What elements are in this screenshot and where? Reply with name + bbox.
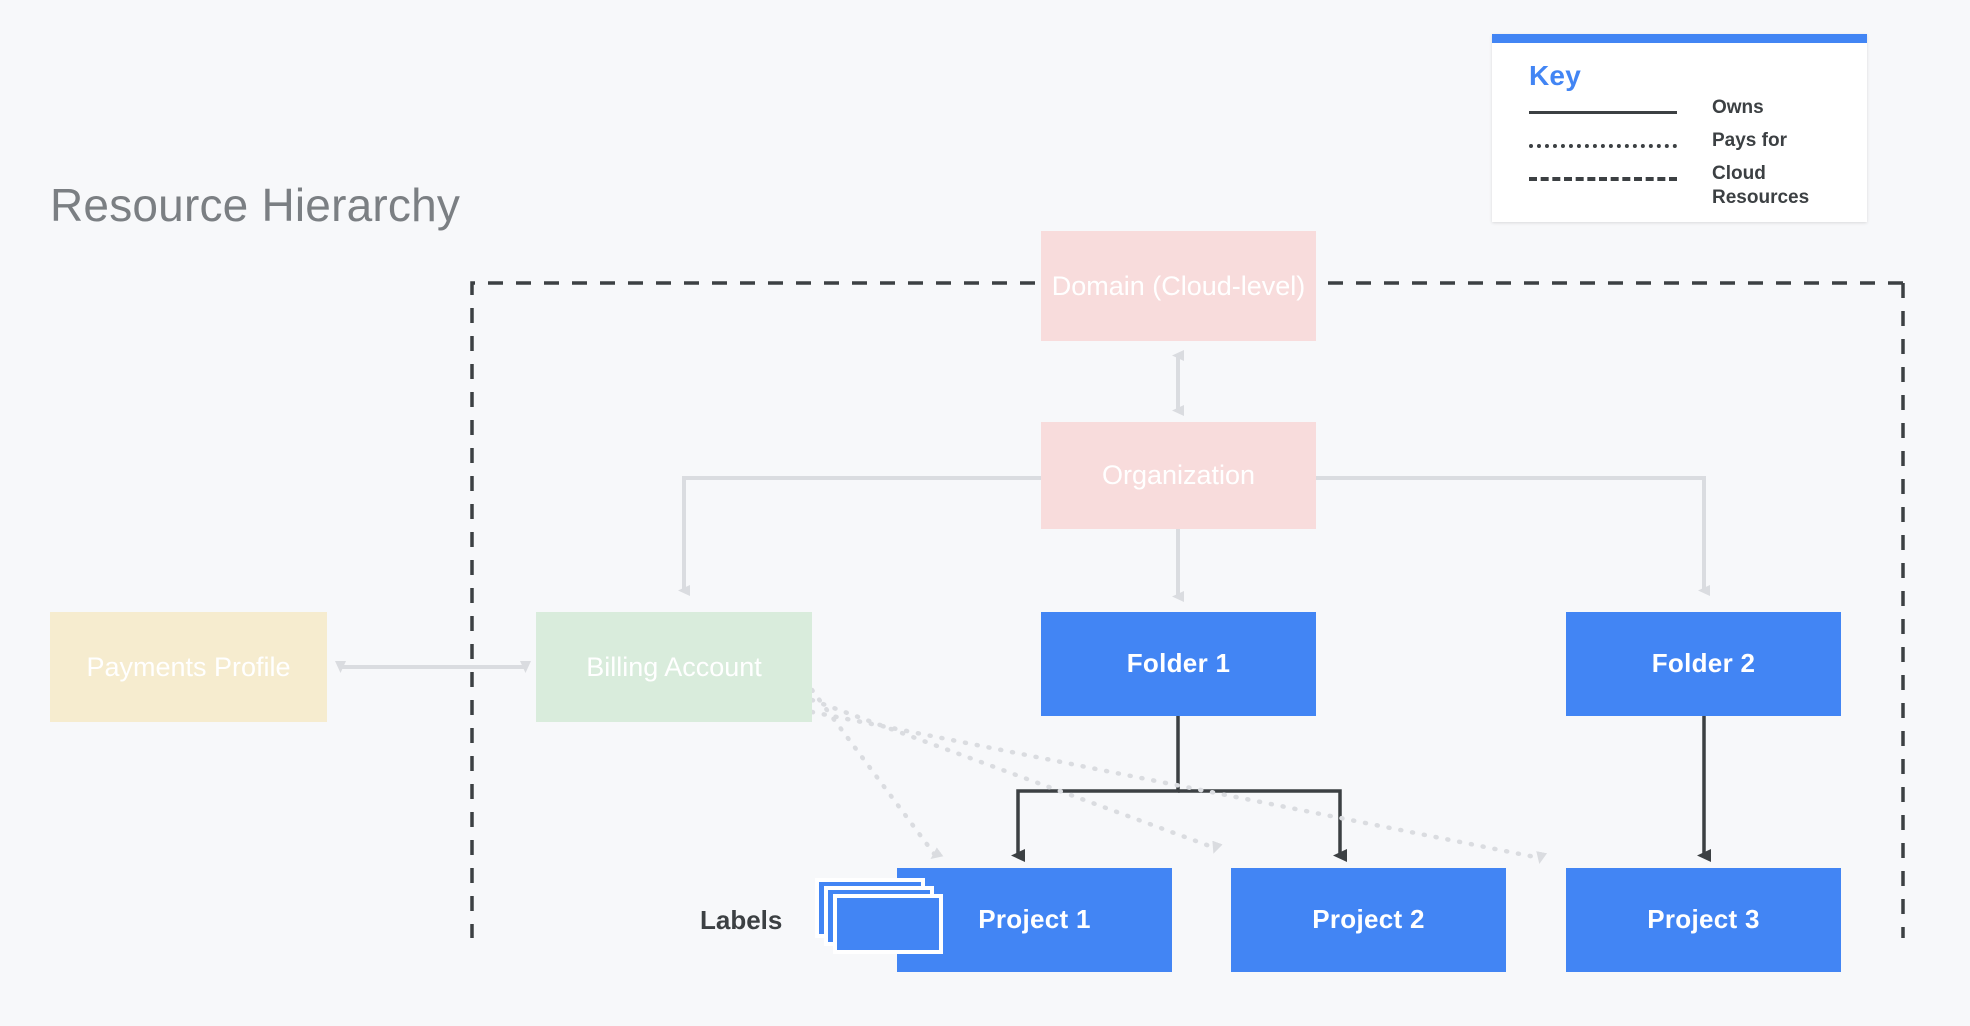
labels-caption: Labels [700,905,783,935]
edge-billing-pays-project3 [809,709,1548,864]
node-project-3-label: Project 3 [1647,904,1760,935]
label-card-front [833,894,943,954]
node-folder-1[interactable]: Folder 1 [1041,612,1316,716]
node-domain[interactable]: Domain (Cloud-level) [1041,231,1316,341]
edge-organization-folder2 [1316,476,1710,596]
edge-folder1-project2 [1178,789,1347,862]
key-panel: Key Owns Pays for Cloud Resources [1492,34,1867,222]
cloud-resources-boundary [470,281,1903,938]
node-domain-label: Domain (Cloud-level) [1051,270,1306,301]
edge-billing-pays-project1 [809,687,944,859]
edge-folder1-project1 [1011,716,1180,862]
key-row-owns: Owns [1492,97,1867,132]
key-row-cloud-resources: Cloud Resources [1492,163,1867,210]
node-organization[interactable]: Organization [1041,422,1316,529]
page-title: Resource Hierarchy [50,179,461,231]
node-folder-2-label: Folder 2 [1651,648,1756,679]
node-organization-label: Organization [1101,460,1256,491]
node-project-3[interactable]: Project 3 [1566,868,1841,972]
node-payments-profile[interactable]: Payments Profile [50,612,327,722]
node-billing-account[interactable]: Billing Account [536,612,812,722]
edge-billing-pays-project2 [809,697,1223,854]
key-label-pays-for: Pays for [1712,130,1787,151]
node-billing-account-label: Billing Account [586,651,762,682]
key-label-owns: Owns [1712,97,1764,118]
node-folder-2[interactable]: Folder 2 [1566,612,1841,716]
edge-organization-billing [678,476,1041,596]
node-project-2[interactable]: Project 2 [1231,868,1506,972]
node-project-2-label: Project 2 [1312,904,1425,935]
labels-stack-icon [815,878,945,954]
dotted-line-swatch-icon [1529,132,1677,160]
dashed-line-swatch-icon [1529,165,1677,193]
key-label-cloud-resources: Cloud Resources [1712,163,1810,208]
solid-line-swatch-icon [1529,99,1677,127]
node-payments-profile-label: Payments Profile [86,651,291,682]
node-folder-1-label: Folder 1 [1126,648,1231,679]
key-row-pays-for: Pays for [1492,130,1867,165]
key-title: Key [1529,60,1581,91]
key-rows: Owns Pays for Cloud Resources [1492,97,1867,210]
node-project-1-label: Project 1 [978,904,1091,935]
key-accent-bar [1492,34,1867,43]
